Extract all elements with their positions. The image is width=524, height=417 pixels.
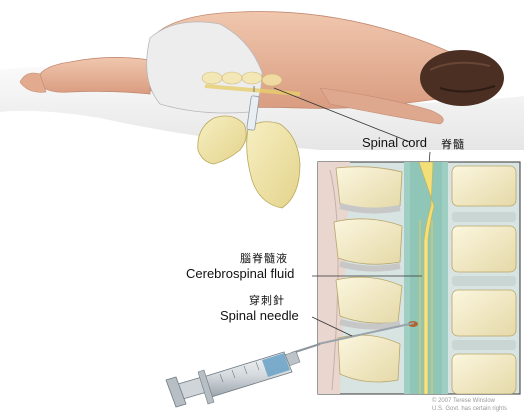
spinal-cord-label-zh: 脊髓 xyxy=(441,136,465,152)
patient-head xyxy=(420,50,504,106)
vertebral-body xyxy=(452,166,516,206)
spine-cross-section-inset xyxy=(318,162,520,394)
csf-label: Cerebrospinal fluid xyxy=(186,266,294,281)
copyright-line-1: © 2007 Terese Winslow xyxy=(432,398,495,404)
csf-label-zh: 腦脊髓液 xyxy=(240,250,288,266)
needle-label-zh: 穿刺針 xyxy=(249,292,285,308)
needle-label: Spinal needle xyxy=(220,308,299,323)
copyright-line-2: U.S. Govt. has certain rights xyxy=(432,406,507,412)
spinal-cord-label: Spinal cord xyxy=(362,135,427,150)
vertebra-posterior xyxy=(336,167,402,209)
spinal-needle-syringe xyxy=(166,344,320,407)
patient-legs xyxy=(38,57,150,94)
